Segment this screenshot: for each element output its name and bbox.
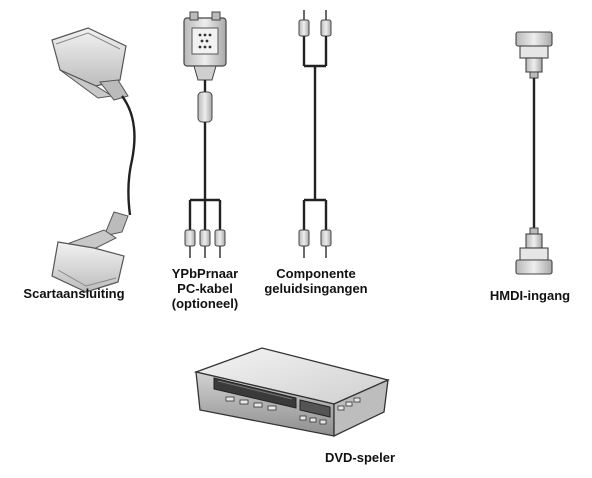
- ypbpr-label-line2: PC-kabel: [177, 281, 233, 296]
- dvd-player-label: DVD-speler: [300, 450, 420, 465]
- hdmi-cable-icon: [515, 31, 553, 275]
- dvd-player-icon: [193, 347, 390, 438]
- rca-audio-cable-icon: [298, 10, 332, 258]
- ypbpr-label-line3: (optioneel): [171, 296, 239, 311]
- ypbpr-label-line1: YPbPrnaar: [171, 266, 239, 281]
- vga-to-rca-cable-icon: [183, 11, 227, 258]
- scart-label-text: Scartaansluiting: [23, 286, 125, 301]
- scart-cable-icon: [51, 27, 136, 293]
- scart-label: Scartaansluiting: [4, 286, 144, 301]
- ypbpr-pc-cable-label: YPbPrnaar PC-kabel (optioneel): [146, 266, 264, 311]
- dvd-label-text: DVD-speler: [324, 450, 396, 465]
- hdmi-label: HMDI-ingang: [470, 288, 590, 303]
- component-label-line2: geluidsingangen: [264, 281, 368, 296]
- component-audio-label: Componente geluidsingangen: [250, 266, 382, 296]
- hdmi-label-text: HMDI-ingang: [489, 288, 571, 303]
- component-label-line1: Componente: [276, 266, 356, 281]
